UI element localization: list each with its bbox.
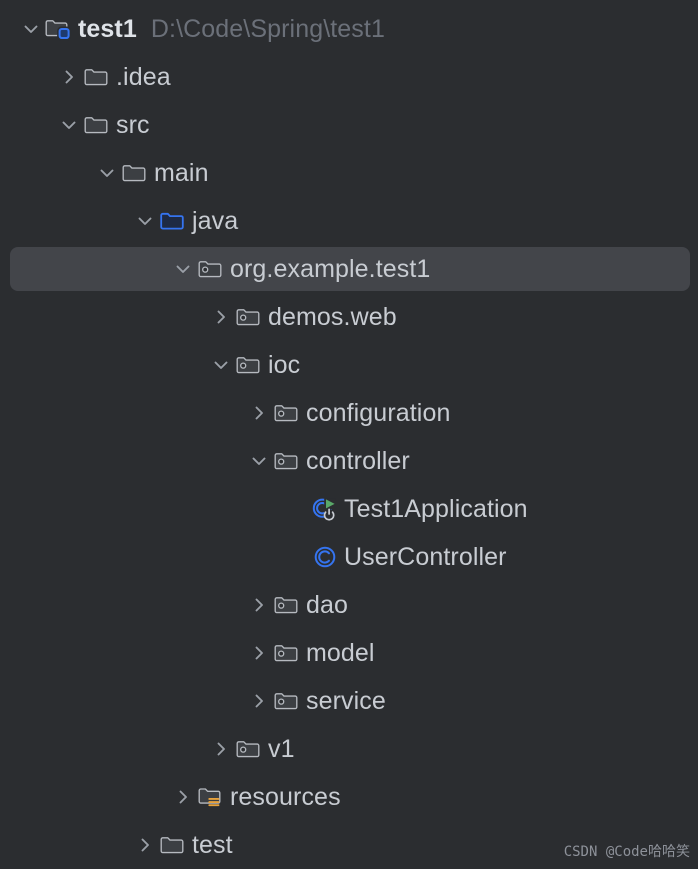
tree-row-label: model (306, 639, 375, 667)
tree-row-label: .idea (116, 63, 171, 91)
package-icon (272, 448, 302, 474)
tree-row[interactable]: org.example.test1 (0, 245, 698, 293)
package-icon (272, 688, 302, 714)
tree-row-label: resources (230, 783, 341, 811)
tree-row[interactable]: test1 D:\Code\Spring\test1 (0, 5, 698, 53)
tree-spacer (284, 544, 310, 570)
tree-row-label: org.example.test1 (230, 255, 430, 283)
package-icon (272, 592, 302, 618)
tree-row-label: configuration (306, 399, 450, 427)
tree-row[interactable]: dao (0, 581, 698, 629)
tree-row[interactable]: .idea (0, 53, 698, 101)
tree-row[interactable]: java (0, 197, 698, 245)
folder-icon (120, 160, 150, 186)
chevron-right-icon[interactable] (208, 736, 234, 762)
tree-row[interactable]: service (0, 677, 698, 725)
tree-row-label: dao (306, 591, 348, 619)
chevron-right-icon[interactable] (56, 64, 82, 90)
tree-row[interactable]: controller (0, 437, 698, 485)
chevron-right-icon[interactable] (246, 592, 272, 618)
chevron-right-icon[interactable] (246, 640, 272, 666)
tree-row[interactable]: main (0, 149, 698, 197)
source-root-folder-icon (158, 208, 188, 234)
tree-row[interactable]: UserController (0, 533, 698, 581)
tree-row[interactable]: configuration (0, 389, 698, 437)
project-path-label: D:\Code\Spring\test1 (151, 15, 385, 43)
tree-row-label: Test1Application (344, 495, 528, 523)
tree-row[interactable]: ioc (0, 341, 698, 389)
package-icon (234, 352, 264, 378)
tree-row[interactable]: resources (0, 773, 698, 821)
tree-spacer (284, 496, 310, 522)
java-class-icon (310, 544, 340, 570)
spring-boot-class-runnable-icon (310, 496, 340, 522)
chevron-down-icon[interactable] (246, 448, 272, 474)
tree-row[interactable]: model (0, 629, 698, 677)
watermark: CSDN @Code哈哈笑 (564, 841, 690, 861)
folder-icon (82, 64, 112, 90)
package-icon (234, 736, 264, 762)
tree-row-label: main (154, 159, 209, 187)
chevron-right-icon[interactable] (170, 784, 196, 810)
chevron-down-icon[interactable] (94, 160, 120, 186)
chevron-down-icon[interactable] (170, 256, 196, 282)
folder-icon (158, 832, 188, 858)
tree-row-label: ioc (268, 351, 300, 379)
tree-row-label: java (192, 207, 238, 235)
package-icon (272, 400, 302, 426)
tree-row-label: service (306, 687, 386, 715)
chevron-right-icon[interactable] (132, 832, 158, 858)
tree-row-label: test1 (78, 15, 137, 43)
tree-row[interactable]: v1 (0, 725, 698, 773)
project-folder-icon (44, 16, 74, 42)
tree-row-label: v1 (268, 735, 295, 763)
chevron-right-icon[interactable] (246, 688, 272, 714)
tree-row[interactable]: Test1Application (0, 485, 698, 533)
tree-row-label: src (116, 111, 150, 139)
package-icon (272, 640, 302, 666)
tree-row-label: demos.web (268, 303, 397, 331)
tree-row-label: controller (306, 447, 410, 475)
tree-row-label: test (192, 831, 233, 859)
tree-row[interactable]: demos.web (0, 293, 698, 341)
chevron-down-icon[interactable] (56, 112, 82, 138)
package-icon (196, 256, 226, 282)
tree-row-label: UserController (344, 543, 507, 571)
folder-icon (82, 112, 112, 138)
chevron-right-icon[interactable] (246, 400, 272, 426)
package-icon (234, 304, 264, 330)
chevron-down-icon[interactable] (132, 208, 158, 234)
chevron-down-icon[interactable] (208, 352, 234, 378)
chevron-right-icon[interactable] (208, 304, 234, 330)
chevron-down-icon[interactable] (18, 16, 44, 42)
resources-root-folder-icon (196, 784, 226, 810)
tree-row[interactable]: src (0, 101, 698, 149)
